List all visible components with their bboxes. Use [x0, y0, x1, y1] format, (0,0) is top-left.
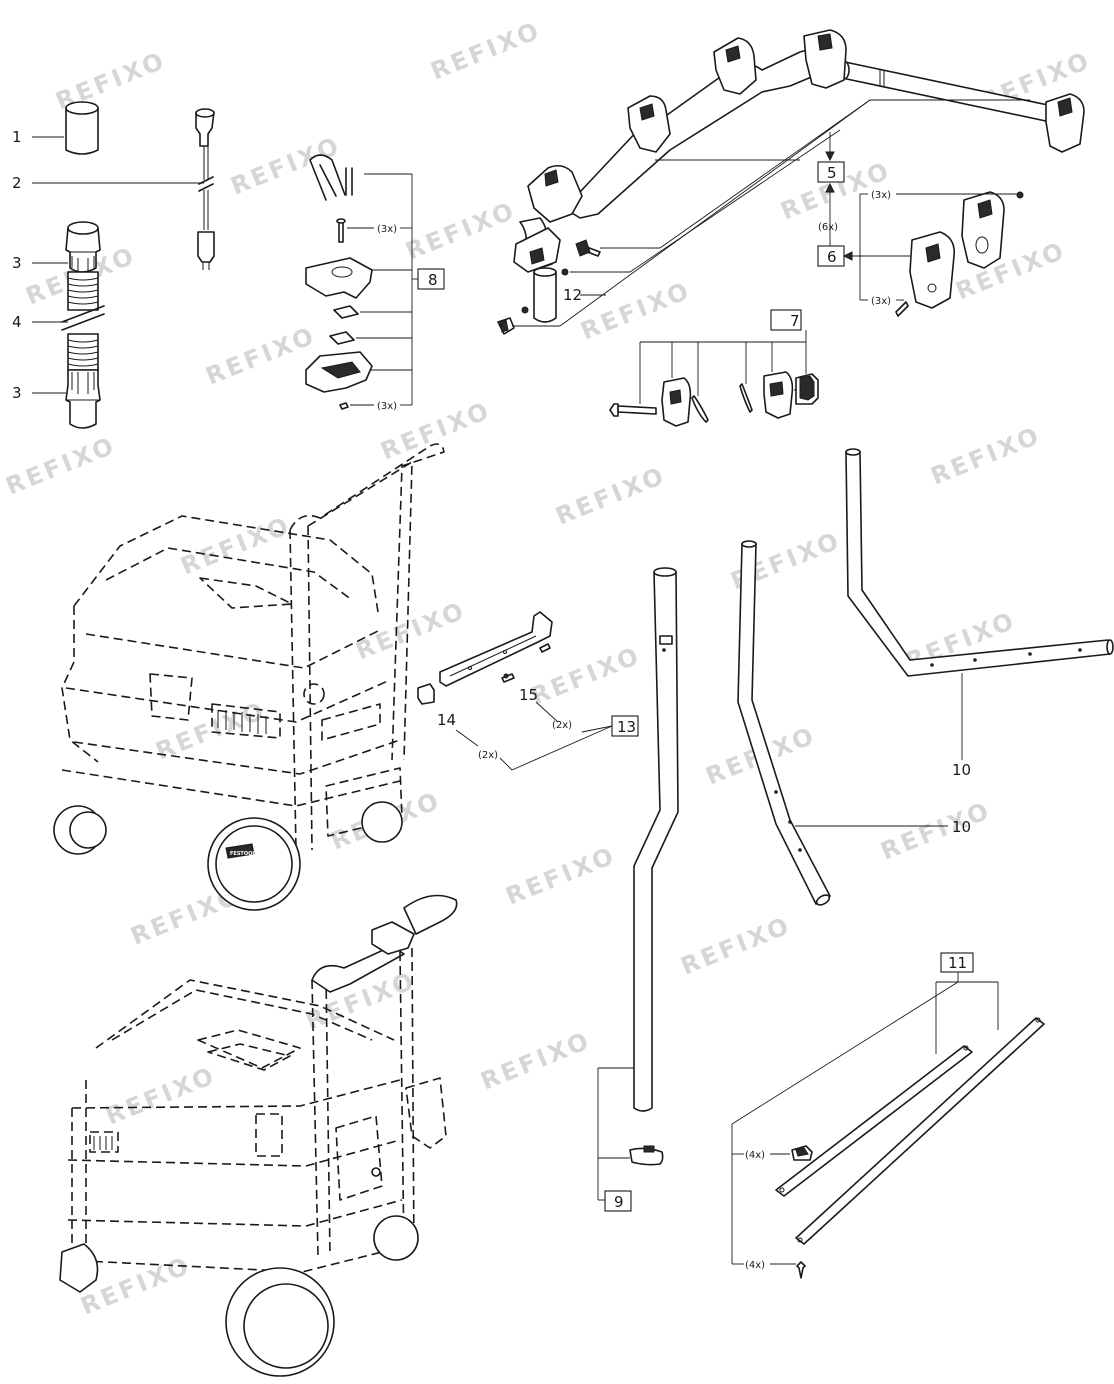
part-4-suction-hose: [61, 271, 105, 371]
callout-12: 12: [563, 286, 582, 304]
callout-2: 2: [12, 174, 22, 192]
part-13-leaders: [455, 701, 613, 771]
callout-15: 15: [519, 686, 538, 704]
part-10-curved-tube-left: [737, 540, 831, 906]
part-8-holder-kit: [305, 154, 373, 410]
qty-6-mid: (6x): [818, 222, 838, 233]
part-6-leaders: [842, 193, 1018, 301]
watermark: REFIXO: [577, 276, 695, 346]
callout-8: 8: [428, 271, 438, 289]
watermark: REFIXO: [352, 596, 470, 666]
callout-3-bottom: 3: [12, 384, 22, 402]
watermark: REFIXO: [2, 431, 120, 501]
part-holder-rail-assembly: [497, 29, 1085, 335]
watermark: REFIXO: [102, 1061, 220, 1131]
callout-10-top: 10: [952, 761, 971, 779]
watermark: REFIXO: [477, 1026, 595, 1096]
part-1-sleeve: [65, 101, 99, 155]
qty-8-bottom: (3x): [377, 401, 397, 412]
callout-1: 1: [12, 128, 22, 146]
callout-7-box: [770, 309, 802, 331]
qty-8-top: (3x): [377, 224, 397, 235]
callout-11-box: [940, 952, 974, 973]
watermark: REFIXO: [427, 16, 545, 86]
callout-7: 7: [790, 312, 800, 330]
part-13-handle-bracket: [439, 611, 553, 687]
part-11-leaders: [731, 972, 999, 1265]
watermark: REFIXO: [877, 796, 995, 866]
vacuum-unit-lower: [59, 894, 458, 1377]
callout-3-top: 3: [12, 254, 22, 272]
qty-13-b: (2x): [478, 750, 498, 761]
part-8-leaders: [347, 173, 418, 406]
watermark: REFIXO: [927, 421, 1045, 491]
callout-13-box: [611, 715, 639, 737]
part-11-cross-straps: [775, 1017, 1045, 1279]
callout-4: 4: [12, 313, 22, 331]
callout-9-box: [604, 1190, 632, 1212]
qty-11-top: (4x): [745, 1150, 765, 1161]
part-7-fastener-set: [609, 371, 819, 427]
part-6-clamp-halves: [895, 191, 1024, 317]
part-3-hose-sleeve-top: [65, 221, 101, 273]
qty-13-a: (2x): [552, 720, 572, 731]
part-9-leaders: [597, 1067, 634, 1201]
watermark: REFIXO: [502, 841, 620, 911]
vacuum-unit-upper: FESTOOL: [53, 443, 445, 911]
callout-6: 6: [827, 248, 837, 266]
callout-8-box: [417, 268, 445, 290]
part-10-curved-tube-right: [845, 448, 1114, 677]
callout-9: 9: [614, 1193, 624, 1211]
part-2-power-cord: [195, 108, 215, 270]
watermark: REFIXO: [402, 196, 520, 266]
part-14-cap: [417, 683, 435, 705]
callout-11: 11: [948, 954, 967, 972]
watermark: REFIXO: [152, 696, 270, 766]
part-12-leaders: [512, 99, 1030, 327]
watermark: REFIXO: [677, 911, 795, 981]
qty-6-top: (3x): [871, 190, 891, 201]
part-5-6-connectors: [825, 132, 835, 246]
part-7-leaders: [639, 330, 807, 404]
qty-11-bottom: (4x): [745, 1260, 765, 1271]
callout-5: 5: [827, 164, 837, 182]
watermark: REFIXO: [552, 461, 670, 531]
part-3-hose-sleeve-bottom: [65, 369, 101, 429]
watermark: REFIXO: [202, 321, 320, 391]
callout-13: 13: [617, 718, 636, 736]
brand-mark: FESTOOL: [230, 851, 256, 857]
callout-14: 14: [437, 711, 456, 729]
callout-5-box: [817, 161, 845, 183]
part-9-handle-tube: [629, 567, 679, 1166]
callout-10-bottom: 10: [952, 818, 971, 836]
watermark: REFIXO: [177, 511, 295, 581]
qty-6-bottom: (3x): [871, 296, 891, 307]
